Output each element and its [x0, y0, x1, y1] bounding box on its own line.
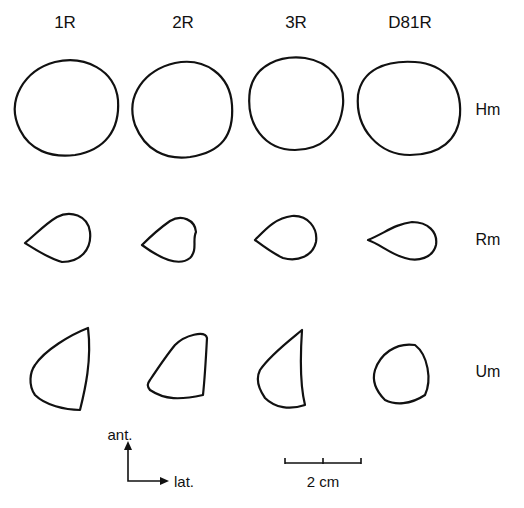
radius-section: [25, 214, 90, 262]
radius-section: [255, 216, 316, 259]
column-label: D81R: [388, 14, 431, 31]
ulna-section: [258, 330, 305, 408]
column-label: 3R: [285, 14, 307, 31]
arrow-head: [160, 477, 169, 485]
humerus-section: [132, 62, 232, 158]
row-label: Um: [476, 364, 501, 380]
humerus-section: [249, 57, 343, 150]
radius-section: [368, 222, 436, 259]
ulna-section: [374, 345, 429, 404]
scale-label: 2 cm: [307, 474, 340, 489]
column-label: 1R: [54, 14, 76, 31]
row-label: Hm: [476, 102, 501, 118]
scale-bar: [285, 458, 361, 464]
column-label: 2R: [172, 14, 194, 31]
axis-label: lat.: [174, 474, 194, 489]
row-label: Rm: [476, 232, 501, 248]
ulna-section: [148, 334, 207, 398]
axis-label: ant.: [107, 427, 132, 442]
orientation-axes: [128, 447, 163, 481]
radius-section: [142, 218, 196, 262]
arrow-head: [124, 441, 132, 450]
ulna-section: [30, 328, 89, 410]
humerus-section: [15, 60, 118, 155]
humerus-section: [358, 62, 460, 155]
